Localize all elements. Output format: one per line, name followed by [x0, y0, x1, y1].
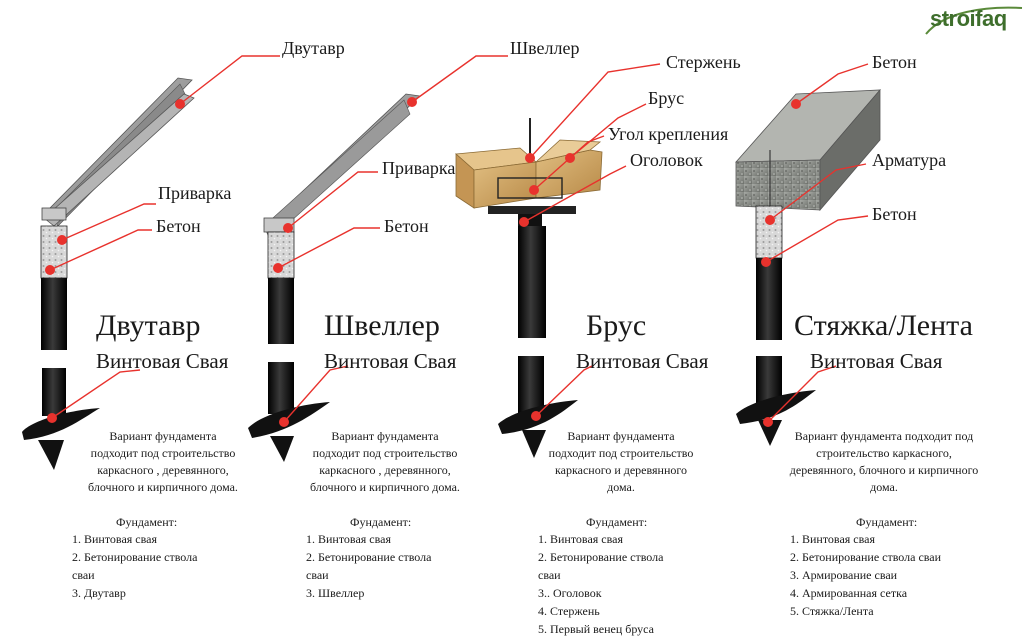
- column-title-i-beam: Двутавр: [96, 309, 201, 342]
- callout-concrete-pile: Бетон: [872, 204, 917, 224]
- pile-helix: [22, 408, 100, 440]
- list-title-1: Фундамент:: [116, 515, 178, 529]
- list-item: 2. Бетонирование ствола: [72, 550, 198, 564]
- callout-rod: Стержень: [666, 52, 741, 72]
- callout-concrete-slab: Бетон: [872, 52, 917, 72]
- callout-concrete-1: Бетон: [156, 216, 201, 236]
- list-item: 3.. Оголовок: [538, 586, 602, 600]
- pile-tip: [270, 436, 294, 462]
- pile-label-1: Винтовая Свая: [96, 349, 229, 373]
- list-item: сваи: [306, 568, 329, 582]
- column-title-channel: Швеллер: [324, 309, 440, 342]
- slab-assembly: [735, 88, 881, 446]
- list-4: 1. Винтовая свая 2. Бетонирование ствола…: [790, 530, 941, 620]
- corner-bracket: [497, 177, 563, 199]
- logo: [924, 4, 1024, 36]
- list-item: 5. Первый венец бруса: [538, 622, 654, 636]
- channel-assembly: [248, 93, 421, 462]
- callout-concrete-2: Бетон: [384, 216, 429, 236]
- list-item: 4. Армированная сетка: [790, 586, 908, 600]
- list-title-4: Фундамент:: [856, 515, 918, 529]
- list-item: 3. Швеллер: [306, 586, 365, 600]
- logo-text: stroifaq: [930, 6, 1007, 31]
- column-title-timber: Брус: [586, 309, 647, 342]
- timber-assembly: [455, 118, 603, 458]
- list-item: 2. Бетонирование ствола: [306, 550, 432, 564]
- callout-i-beam: Двутавр: [282, 38, 345, 58]
- list-2: 1. Винтовая свая 2. Бетонирование ствола…: [306, 530, 431, 602]
- logo-swoosh-icon: [925, 6, 1023, 35]
- list-item: сваи: [538, 568, 561, 582]
- pile-helix: [736, 390, 816, 424]
- pile-lower: [518, 356, 544, 414]
- pile-tip: [758, 420, 782, 446]
- pile-label-2: Винтовая Свая: [324, 349, 457, 373]
- pile-shaft: [41, 278, 67, 350]
- list-item: 5. Стяжка/Лента: [790, 604, 874, 618]
- column-title-slab: Стяжка/Лента: [794, 309, 973, 342]
- pile-lower: [268, 362, 294, 414]
- list-item: 1. Винтовая свая: [306, 532, 391, 546]
- pile-helix: [248, 402, 330, 438]
- pile-shaft: [268, 278, 294, 344]
- list-item: 4. Стержень: [538, 604, 600, 618]
- list-item: 3. Армирование сваи: [790, 568, 898, 582]
- callout-lines: [49, 55, 869, 423]
- list-1: 1. Винтовая свая 2. Бетонирование ствола…: [72, 530, 197, 602]
- concrete-slab-side: [819, 88, 881, 212]
- i-beam-flange-bottom: [43, 93, 195, 227]
- concrete-slab-front: [735, 159, 821, 211]
- cap-plate: [488, 206, 576, 214]
- list-item: 2. Бетонирование ствола сваи: [790, 550, 942, 564]
- pile-shaft: [756, 258, 782, 340]
- callout-beam: Брус: [648, 88, 685, 108]
- pile-lower: [42, 368, 66, 416]
- list-3: 1. Винтовая свая 2. Бетонирование ствола…: [538, 530, 663, 638]
- list-title-2: Фундамент:: [350, 515, 412, 529]
- callout-rebar: Арматура: [872, 150, 947, 170]
- pile-label-3: Винтовая Свая: [576, 349, 709, 373]
- list-item: 1. Винтовая свая: [790, 532, 875, 546]
- callout-weld-1: Приварка: [158, 183, 232, 203]
- callout-weld-2: Приварка: [382, 158, 456, 178]
- pile-tip: [522, 430, 546, 458]
- pile-tip: [38, 440, 64, 470]
- list-item: 2. Бетонирование ствола: [538, 550, 664, 564]
- callout-channel: Швеллер: [510, 38, 580, 58]
- list-item: 3. Двутавр: [72, 586, 126, 600]
- pile-label-4: Винтовая Свая: [810, 349, 943, 373]
- callout-angle: Угол крепления: [608, 124, 729, 144]
- list-title-3: Фундамент:: [586, 515, 648, 529]
- callout-dots: [45, 97, 801, 427]
- callout-cap: Оголовок: [630, 150, 703, 170]
- list-item: сваи: [72, 568, 95, 582]
- timber-beam-left: [473, 161, 537, 209]
- list-item: 1. Винтовая свая: [538, 532, 623, 546]
- list-item: 1. Винтовая свая: [72, 532, 157, 546]
- pile-shaft: [518, 226, 546, 338]
